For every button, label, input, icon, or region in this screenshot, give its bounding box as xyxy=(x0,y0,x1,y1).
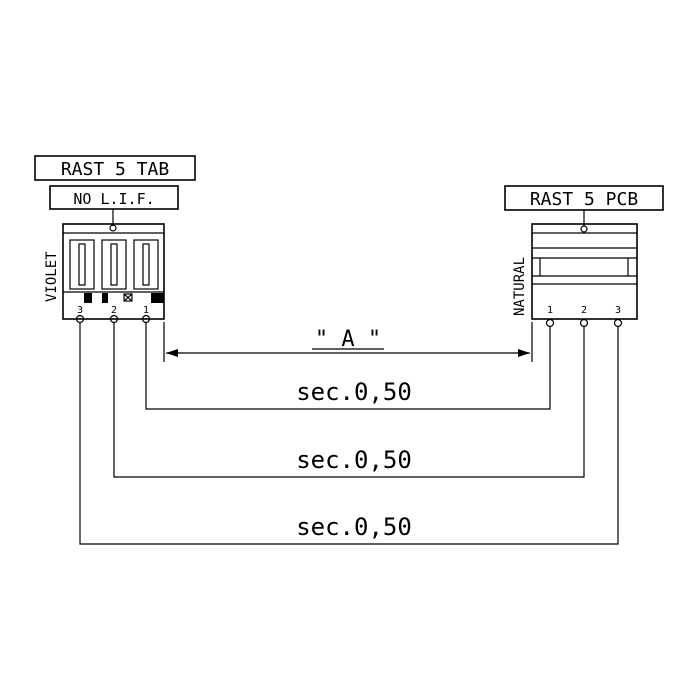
left-cavity-1 xyxy=(133,239,159,290)
right-title: RAST 5 PCB xyxy=(530,189,638,210)
right-pin-label: 2 xyxy=(581,305,587,316)
wire-2 xyxy=(113,323,585,478)
right-pin-label: 3 xyxy=(615,305,621,316)
left-color-label: VIOLET xyxy=(44,251,60,302)
right-terminal-1 xyxy=(545,318,555,328)
wires: sec.0,50 sec.0,50 sec.0,50 xyxy=(79,323,619,545)
wire-3 xyxy=(79,323,619,545)
left-terminal-1 xyxy=(141,314,151,324)
left-connector: RAST 5 TAB NO L.I.F. 3 2 1 xyxy=(34,155,196,324)
right-pin-label: 1 xyxy=(547,305,553,316)
wire-3-section-label: sec.0,50 xyxy=(296,513,412,541)
left-polarization-mark xyxy=(109,224,117,232)
left-cavity-2 xyxy=(101,239,127,290)
left-pin-label: 3 xyxy=(77,305,83,316)
left-pin-label: 1 xyxy=(143,305,149,316)
left-connector-body xyxy=(62,223,165,320)
left-cavity-3 xyxy=(69,239,95,290)
left-title-box xyxy=(34,155,196,181)
wire-1 xyxy=(145,323,551,410)
dimension-arrow-left xyxy=(166,349,178,357)
left-title: RAST 5 TAB xyxy=(61,159,169,180)
right-color-label: NATURAL xyxy=(512,257,528,316)
dimension-a: " A " xyxy=(163,322,533,362)
left-subtitle: NO L.I.F. xyxy=(73,190,154,208)
left-pin-label: 2 xyxy=(111,305,117,316)
left-terminal-2 xyxy=(109,314,119,324)
right-polarization-mark xyxy=(580,225,588,233)
right-terminal-3 xyxy=(613,318,623,328)
left-subtitle-box xyxy=(49,185,179,210)
wire-1-section-label: sec.0,50 xyxy=(296,378,412,406)
right-connector: RAST 5 PCB 1 2 3 NATURAL xyxy=(504,185,664,328)
dimension-label: " A " xyxy=(315,327,381,352)
right-terminal-2 xyxy=(579,318,589,328)
left-terminal-3 xyxy=(75,314,85,324)
dimension-arrow-right xyxy=(518,349,530,357)
wire-2-section-label: sec.0,50 xyxy=(296,446,412,474)
